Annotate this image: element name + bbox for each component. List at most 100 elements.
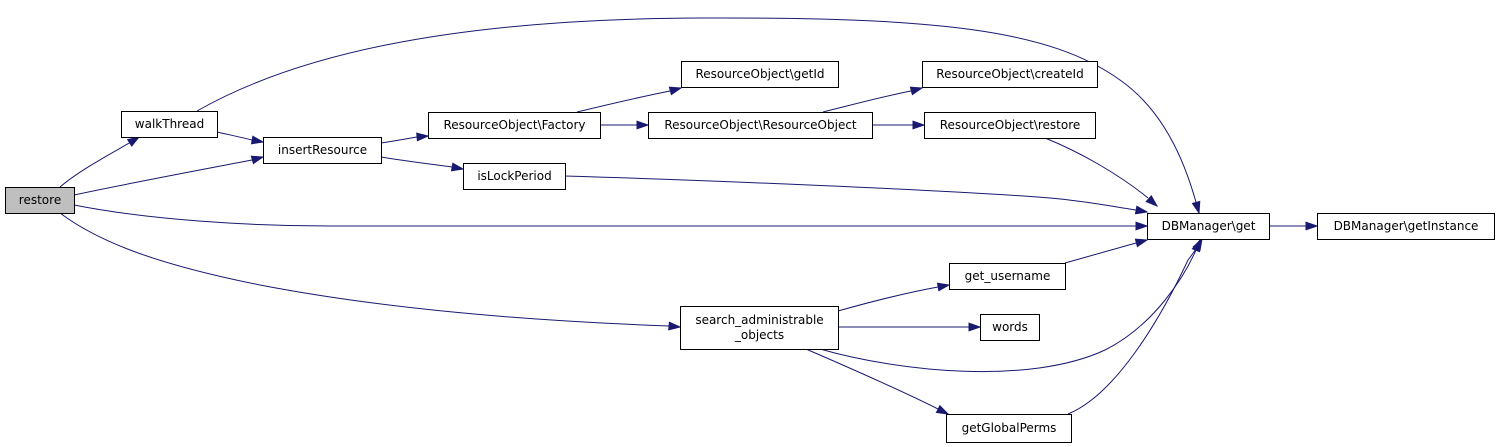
node-factory[interactable]: ResourceObject\Factory: [428, 112, 601, 139]
edge-insertResource-to-isLockPeriod: [380, 156, 465, 172]
node-label: restore: [19, 193, 61, 207]
node-label: ResourceObject\restore: [940, 118, 1081, 132]
node-box[interactable]: [648, 112, 873, 139]
node-box[interactable]: [922, 61, 1098, 88]
node-restore[interactable]: restore: [5, 187, 75, 214]
edge-insertResource-to-factory: [380, 132, 430, 144]
arrowhead-icon: [416, 132, 430, 142]
arrowhead-icon: [250, 135, 265, 145]
node-walkThread[interactable]: walkThread: [121, 111, 218, 138]
edge-isLockPeriod-to-dbGet: [564, 175, 1149, 215]
node-resourceObject[interactable]: ResourceObject\ResourceObject: [648, 112, 873, 139]
edge-restore-to-insertResource: [73, 155, 265, 196]
edge-restore-to-dbGet: [73, 204, 1149, 231]
arrowhead-icon: [936, 282, 951, 292]
node-searchAdmin[interactable]: search_administrable_objects: [680, 306, 839, 350]
node-box[interactable]: [946, 414, 1072, 443]
node-box[interactable]: [980, 314, 1040, 341]
arrowhead-icon: [968, 322, 982, 332]
arrowhead-icon: [668, 86, 683, 96]
edge-restore-to-walkThread: [59, 136, 141, 188]
edge-line: [196, 17, 1197, 203]
node-box[interactable]: [121, 111, 218, 138]
node-insertResource[interactable]: insertResource: [263, 137, 382, 164]
edge-resourceObject-to-roRestore: [872, 120, 926, 130]
node-box[interactable]: [5, 187, 75, 214]
node-label: ResourceObject\createId: [936, 67, 1083, 81]
arrowhead-icon: [1135, 221, 1149, 231]
edge-line: [380, 156, 453, 168]
edge-searchAdmin-to-getGlobalPerms: [805, 348, 950, 415]
edge-line: [73, 159, 253, 196]
node-label: words: [992, 320, 1028, 334]
edge-line: [837, 286, 939, 312]
arrowhead-icon: [1134, 205, 1149, 215]
node-label: insertResource: [278, 143, 367, 157]
edge-roRestore-to-dbGet: [1044, 137, 1159, 208]
node-label: isLockPeriod: [477, 169, 551, 183]
node-label: _objects: [734, 328, 784, 342]
arrowhead-icon: [1134, 238, 1149, 248]
node-getGlobalPerms[interactable]: getGlobalPerms: [946, 414, 1072, 443]
node-roRestore[interactable]: ResourceObject\restore: [924, 112, 1096, 139]
node-isLockPeriod[interactable]: isLockPeriod: [463, 163, 566, 190]
arrowhead-icon: [909, 86, 924, 96]
node-box[interactable]: [428, 112, 601, 139]
edge-walkThread-to-insertResource: [216, 131, 265, 145]
node-box[interactable]: [924, 112, 1096, 139]
arrowhead-icon: [636, 120, 650, 130]
arrowhead-icon: [450, 162, 465, 172]
edge-line: [1067, 247, 1198, 415]
edge-dbGet-to-dbGetInstance: [1269, 221, 1319, 231]
node-box[interactable]: [681, 61, 839, 88]
node-label: DBManager\getInstance: [1334, 219, 1479, 233]
arrowhead-icon: [1305, 221, 1319, 231]
node-box[interactable]: [1147, 213, 1270, 240]
node-box[interactable]: [263, 137, 382, 164]
edge-factory-to-getId: [576, 86, 683, 113]
arrowhead-icon: [668, 321, 682, 331]
node-words[interactable]: words: [980, 314, 1040, 341]
node-label: walkThread: [135, 117, 204, 131]
edge-getUsername-to-dbGet: [1064, 238, 1149, 264]
edge-restore-to-searchAdmin: [59, 212, 682, 331]
node-label: search_administrable: [695, 313, 823, 327]
edge-searchAdmin-to-dbGet: [819, 238, 1201, 373]
node-label: ResourceObject\getId: [695, 67, 824, 81]
node-label: ResourceObject\ResourceObject: [664, 118, 857, 132]
edge-line: [805, 348, 939, 410]
edge-line: [59, 141, 132, 188]
node-getUsername[interactable]: get_username: [949, 263, 1066, 290]
edge-resourceObject-to-createId: [822, 86, 924, 113]
edge-walkThread-to-dbGet: [196, 17, 1201, 215]
edges-layer: [59, 17, 1319, 415]
edge-line: [1064, 242, 1137, 264]
edge-line: [576, 90, 671, 113]
edge-getGlobalPerms-to-dbGet: [1067, 237, 1203, 415]
node-box[interactable]: [463, 163, 566, 190]
edge-factory-to-resourceObject: [600, 120, 650, 130]
edge-line: [216, 131, 253, 141]
arrowhead-icon: [935, 404, 950, 415]
nodes-layer: restore walkThread insertResource ResourceO…: [5, 61, 1495, 443]
edge-line: [822, 90, 912, 113]
node-label: ResourceObject\Factory: [444, 118, 586, 132]
node-box[interactable]: [949, 263, 1066, 290]
node-box[interactable]: [680, 306, 839, 350]
edge-line: [564, 175, 1137, 211]
arrowhead-icon: [1192, 237, 1203, 252]
node-createId[interactable]: ResourceObject\createId: [922, 61, 1098, 88]
edge-line: [1044, 137, 1149, 199]
node-getId[interactable]: ResourceObject\getId: [681, 61, 839, 88]
node-dbGet[interactable]: DBManager\get: [1147, 213, 1270, 240]
arrowhead-icon: [912, 120, 926, 130]
node-label: get_username: [965, 269, 1051, 283]
arrowhead-icon: [1145, 194, 1159, 208]
edge-searchAdmin-to-getUsername: [837, 282, 951, 312]
node-dbGetInstance[interactable]: DBManager\getInstance: [1317, 213, 1495, 240]
edge-line: [59, 212, 670, 327]
node-label: DBManager\get: [1162, 219, 1256, 233]
edge-line: [380, 136, 418, 144]
node-box[interactable]: [1317, 213, 1495, 240]
